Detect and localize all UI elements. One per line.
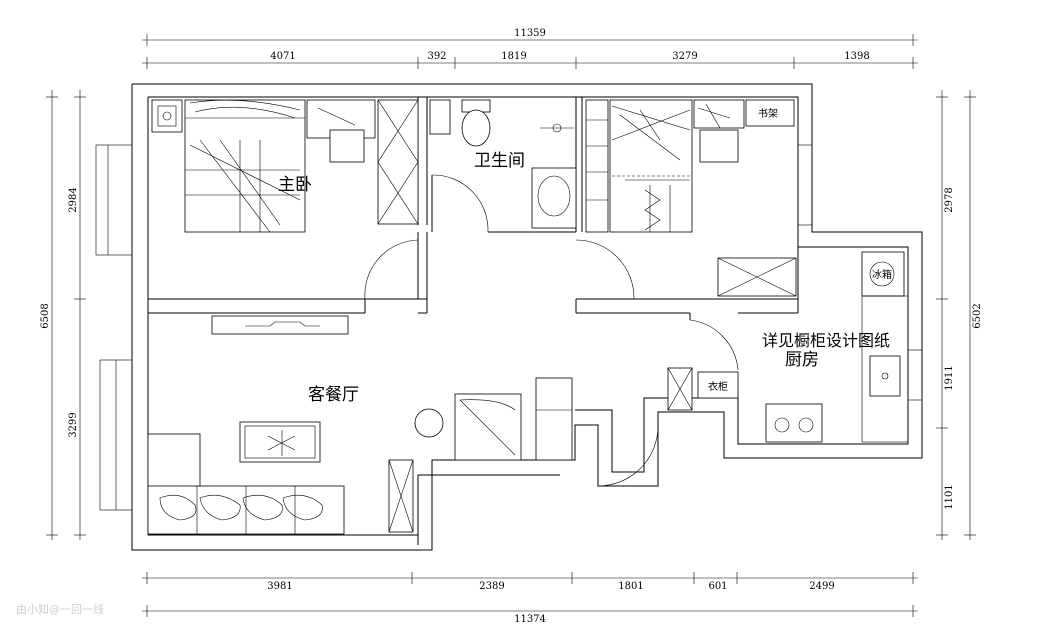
note-cabinet-design: 详见橱柜设计图纸 bbox=[762, 331, 890, 350]
dim-top-5: 1398 bbox=[844, 51, 869, 62]
label-living-dining: 客餐厅 bbox=[308, 385, 359, 405]
dim-top-2: 392 bbox=[427, 51, 446, 62]
dim-right-2: 1911 bbox=[944, 365, 955, 390]
label-fridge: 冰箱 bbox=[872, 268, 892, 281]
dim-left-1: 2984 bbox=[68, 187, 79, 212]
dim-top-1: 4071 bbox=[270, 51, 295, 62]
dim-top-3: 1819 bbox=[501, 51, 526, 62]
doors bbox=[364, 174, 739, 487]
label-bathroom: 卫生间 bbox=[474, 151, 525, 171]
dim-bottom-1: 3981 bbox=[267, 581, 292, 592]
dim-bottom-total: 11374 bbox=[514, 614, 546, 625]
dim-top-4: 3279 bbox=[672, 51, 697, 62]
second-room-furniture: 书架 bbox=[585, 99, 797, 297]
dim-right-3: 1101 bbox=[944, 484, 955, 509]
label-master-bedroom: 主卧 bbox=[278, 175, 312, 195]
dim-top-total: 11359 bbox=[514, 28, 546, 39]
watermark: 由小知@一回一线 bbox=[16, 602, 104, 616]
dim-right-1: 2978 bbox=[944, 187, 955, 212]
label-bookshelf: 书架 bbox=[758, 108, 778, 120]
kitchen-fixtures: 冰箱 衣柜 详见橱柜设计图纸 厨房 bbox=[667, 251, 909, 443]
label-wardrobe: 衣柜 bbox=[708, 380, 728, 393]
dim-bottom-4: 601 bbox=[708, 581, 727, 592]
living-dining-furniture: 客餐厅 bbox=[147, 315, 573, 535]
dim-bottom-3: 1801 bbox=[618, 581, 643, 592]
bathroom-fixtures: 卫生间 bbox=[429, 99, 577, 229]
dim-left-2: 3299 bbox=[68, 412, 79, 437]
dimension-lines: 11359 4071 392 1819 3279 1398 3981 2389 … bbox=[40, 28, 983, 625]
dim-bottom-5: 2499 bbox=[809, 581, 834, 592]
walls bbox=[95, 83, 923, 551]
dim-bottom-2: 2389 bbox=[479, 581, 504, 592]
dim-right-total: 6502 bbox=[972, 303, 983, 328]
label-kitchen: 厨房 bbox=[785, 350, 819, 370]
master-bedroom-furniture: 主卧 bbox=[151, 99, 419, 233]
dim-left-total: 6508 bbox=[40, 303, 51, 328]
